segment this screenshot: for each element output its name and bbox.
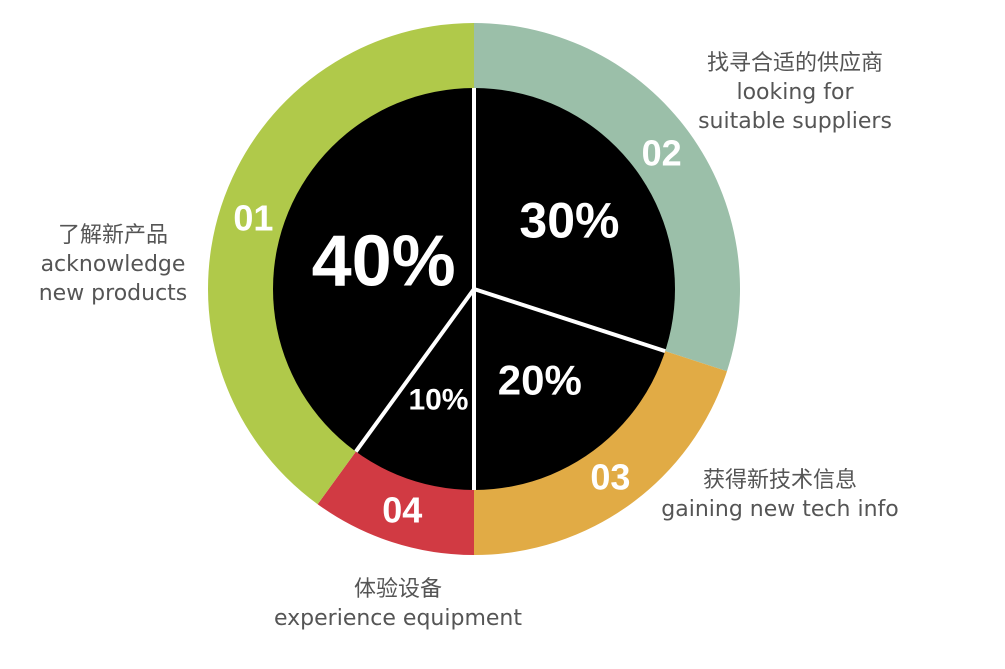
slice-label-cn: 体验设备 (353, 577, 442, 602)
slice-label-en-1: acknowledge (40, 252, 186, 277)
index-label-02: 02 (642, 133, 682, 174)
slice-label-tech-info: 获得新技术信息 gaining new tech info (645, 466, 915, 524)
ring-segment-04 (317, 449, 474, 555)
ring-segment-03 (474, 350, 727, 555)
divider-line (354, 287, 476, 453)
slice-label-suppliers: 找寻合适的供应商 looking for suitable suppliers (680, 49, 910, 136)
percent-label-03: 20% (498, 357, 582, 404)
slice-label-en-1: gaining new tech info (661, 497, 899, 522)
slice-label-equipment: 体验设备 experience equipment (258, 575, 538, 633)
slice-dividers (354, 88, 666, 490)
slice-label-en-2: new products (38, 281, 188, 306)
slice-label-en-2: suitable suppliers (698, 109, 892, 134)
percent-label-01: 40% (312, 222, 456, 302)
slice-label-en-1: looking for (736, 80, 854, 105)
slice-label-cn: 了解新产品 (57, 223, 168, 248)
slice-label-acknowledge: 了解新产品 acknowledge new products (18, 221, 208, 308)
index-label-04: 04 (382, 490, 422, 531)
percent-labels: 30% 20% 10% 40% (312, 193, 620, 417)
percent-label-04: 10% (408, 383, 468, 416)
index-label-03: 03 (590, 457, 630, 498)
slice-label-cn: 获得新技术信息 (702, 468, 857, 493)
slice-label-cn: 找寻合适的供应商 (706, 51, 883, 76)
ring-segment-01 (208, 23, 475, 505)
divider-line (473, 287, 666, 354)
percent-label-02: 30% (519, 193, 619, 249)
index-labels: 02 03 04 01 (233, 133, 681, 531)
index-label-01: 01 (233, 197, 273, 238)
slice-label-en-1: experience equipment (274, 606, 522, 631)
